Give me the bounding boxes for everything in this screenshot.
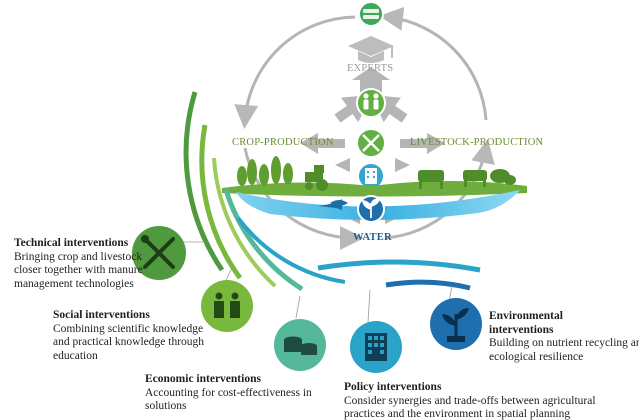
- economic-interventions-label: Economic interventions Accounting for co…: [145, 373, 312, 414]
- water-label: WATER: [353, 232, 392, 243]
- people-icon: [201, 280, 253, 332]
- social-line-3: education: [53, 349, 98, 362]
- policy-interventions-label: Policy interventions Consider synergies …: [344, 381, 596, 420]
- environmental-title: Environmental: [489, 310, 563, 322]
- environmental-line-1: Building on nutrient recycling and: [489, 337, 639, 349]
- graduation-cap-icon: [348, 36, 394, 63]
- social-title: Social interventions: [53, 309, 150, 321]
- top-node-coins-icon: [358, 1, 384, 27]
- coins-icon: [274, 319, 326, 371]
- building-node-icon: [357, 162, 385, 190]
- social-line-2: and practical knowledge through: [53, 336, 205, 348]
- policy-line-1: Consider synergies and trade-offs betwee…: [344, 394, 596, 407]
- environmental-line-2: ecological resilience: [489, 350, 584, 363]
- technical-title: Technical interventions: [14, 237, 129, 249]
- technical-line-1: Bringing crop and livestock: [14, 250, 143, 263]
- technical-line-2: closer together with manure: [14, 264, 143, 276]
- wrench-screwdriver-icon: [132, 226, 186, 280]
- economic-line-1: Accounting for cost-effectiveness in: [145, 386, 312, 399]
- landscape-illustration: [222, 156, 527, 223]
- environmental-interventions-label: Environmental interventions Building on …: [489, 310, 639, 364]
- economic-title: Economic interventions: [145, 373, 261, 385]
- intervention-arcs: [183, 91, 481, 292]
- social-line-1: Combining scientific knowledge: [53, 322, 204, 335]
- technical-line-3: management technologies: [14, 277, 134, 290]
- plant-icon: [430, 298, 482, 350]
- experts-label: EXPERTS: [347, 63, 394, 74]
- social-interventions-label: Social interventions Combining scientifi…: [53, 309, 204, 363]
- policy-line-2: practices and the environment in spatial…: [344, 408, 571, 420]
- environmental-title-2: interventions: [489, 323, 554, 336]
- building-icon: [350, 321, 402, 373]
- tools-node-icon: [356, 128, 386, 158]
- policy-title: Policy interventions: [344, 381, 442, 393]
- crop-production-label: CROP-PRODUCTION: [232, 137, 334, 148]
- livestock-production-label: LIVESTOCK-PRODUCTION: [410, 137, 544, 148]
- economic-line-2: solutions: [145, 400, 187, 412]
- people-node-icon: [356, 88, 386, 118]
- technical-interventions-label: Technical interventions Bringing crop an…: [14, 237, 143, 291]
